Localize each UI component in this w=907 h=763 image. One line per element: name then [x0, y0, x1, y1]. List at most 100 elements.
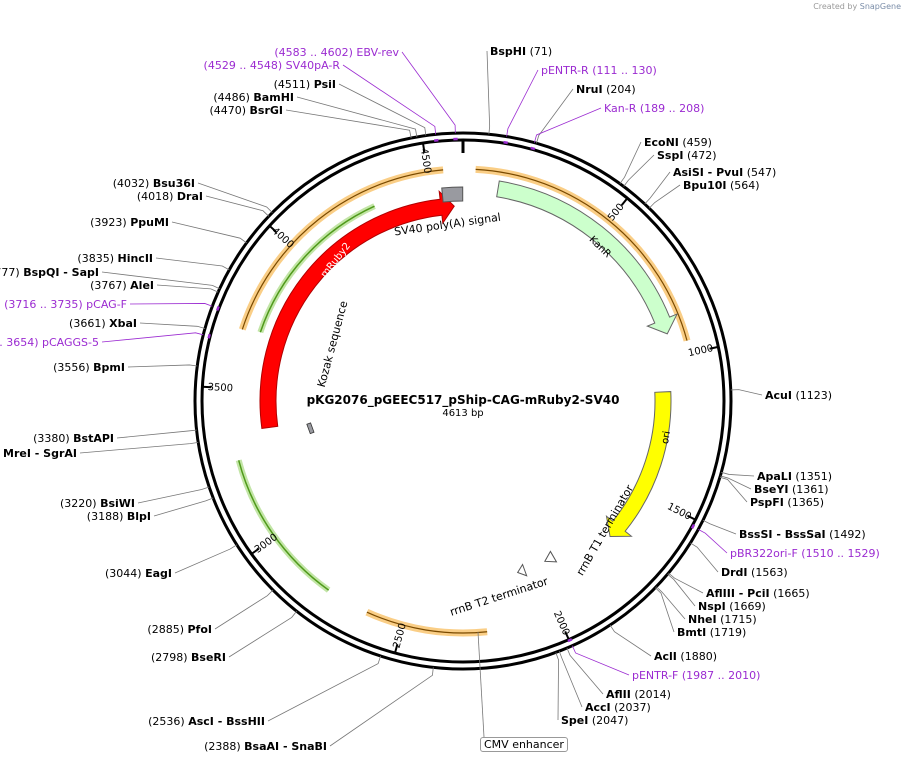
site-position: (1880) [680, 650, 717, 663]
site-label-acli[interactable]: AclI (1880) [654, 650, 717, 663]
site-label-xbai[interactable]: (3661) XbaI [69, 317, 137, 330]
site-position: (111 .. 130) [592, 64, 657, 77]
site-name: pCAGGS-5 [42, 336, 99, 349]
site-label-psii[interactable]: (4511) PsiI [274, 78, 336, 91]
feature-mruby2[interactable] [259, 189, 455, 430]
site-label-asci-bsshii[interactable]: (2536) AscI - BssHII [148, 715, 265, 728]
site-label-eagi[interactable]: (3044) EagI [105, 567, 172, 580]
site-label-bsiwi[interactable]: (3220) BsiWI [60, 497, 135, 510]
site-label-mrei-sgrai[interactable]: (3346) MreI - SgrAI [0, 447, 77, 460]
site-name: AflII [606, 688, 631, 701]
site-name: HincII [117, 252, 153, 265]
site-position: (3556) [53, 361, 90, 374]
site-name: SspI [657, 149, 683, 162]
site-label-pbr322ori-f[interactable]: pBR322ori-F (1510 .. 1529) [730, 547, 880, 560]
site-label-bsaai-snabi[interactable]: (2388) BsaAI - SnaBI [204, 740, 327, 753]
site-position: (1365) [787, 496, 824, 509]
site-label-bsphi[interactable]: BspHI (71) [490, 45, 552, 58]
site-label-nrui[interactable]: NruI (204) [576, 83, 636, 96]
site-label-blpi[interactable]: (3188) BlpI [87, 510, 151, 523]
site-name: EcoNI [644, 136, 679, 149]
site-label-nhei[interactable]: NheI (1715) [688, 613, 757, 626]
leader-pentr-r [506, 69, 539, 137]
site-label-acui[interactable]: AcuI (1123) [765, 389, 832, 402]
site-label-bstapi[interactable]: (3380) BstAPI [33, 432, 114, 445]
leader-bsrgi [285, 109, 412, 139]
site-position: (2388) [204, 740, 241, 753]
site-label-pentr-r[interactable]: pENTR-R (111 .. 130) [541, 64, 657, 77]
site-label-pfoi[interactable]: (2885) PfoI [147, 623, 212, 636]
site-name: BstAPI [73, 432, 114, 445]
site-position: (1719) [710, 626, 747, 639]
site-label-bamhi[interactable]: (4486) BamHI [213, 91, 294, 104]
site-position: (3923) [90, 216, 127, 229]
leader-asisi-pvui [644, 171, 671, 205]
primer-mark-pentr-f [567, 638, 573, 643]
feature-kozak-sequence[interactable] [306, 422, 315, 435]
site-label-bspqi-sapi[interactable]: (3777) BspQI - SapI [0, 266, 99, 279]
site-label-econi[interactable]: EcoNI (459) [644, 136, 712, 149]
site-label-aflii[interactable]: AflII (2014) [606, 688, 671, 701]
leader-nhei [656, 586, 686, 620]
leader-nrui [536, 88, 574, 144]
site-label-ebv-rev[interactable]: (4583 .. 4602) EBV-rev [274, 46, 399, 59]
site-name: BspQI - SapI [23, 266, 99, 279]
leader-econi [619, 141, 642, 184]
site-label-kan-r[interactable]: Kan-R (189 .. 208) [604, 102, 704, 115]
backbone-outer [193, 131, 733, 671]
site-label-drdi[interactable]: DrdI (1563) [721, 566, 788, 579]
site-label-bmti[interactable]: BmtI (1719) [677, 626, 746, 639]
site-label-pspfi[interactable]: PspFI (1365) [750, 496, 824, 509]
feature-rrnb-t2-terminator[interactable] [516, 563, 528, 577]
site-position: (2536) [148, 715, 185, 728]
site-label-ppumi[interactable]: (3923) PpuMI [90, 216, 169, 229]
site-position: (3632 .. 3654) [0, 336, 39, 349]
site-label-acci[interactable]: AccI (2037) [585, 701, 651, 714]
primer-mark-pcag-f [215, 305, 220, 311]
leader-bpmi [127, 364, 198, 368]
site-position: (2014) [634, 688, 671, 701]
site-label-hincii[interactable]: (3835) HincII [77, 252, 153, 265]
site-position: (547) [747, 166, 777, 179]
site-position: (2047) [592, 714, 629, 727]
site-position: (472) [687, 149, 717, 162]
leader-bsaai-snabi [329, 667, 434, 747]
site-label-apali[interactable]: ApaLI (1351) [757, 470, 832, 483]
site-position: (4486) [213, 91, 250, 104]
site-label-sspi[interactable]: SspI (472) [657, 149, 717, 162]
leader-bmti [655, 587, 675, 633]
feature-sv40-poly-a-signal[interactable] [441, 186, 464, 203]
site-position: (3380) [33, 432, 70, 445]
site-label-bseyi[interactable]: BseYI (1361) [754, 483, 829, 496]
site-label-alei[interactable]: (3767) AleI [90, 279, 154, 292]
tick-2000 [564, 630, 570, 640]
site-label-bsssi-bsssai[interactable]: BssSI - BssSaI (1492) [739, 528, 866, 541]
site-name: NruI [576, 83, 603, 96]
site-name: Bsu36I [153, 177, 195, 190]
orange-band-line-0 [475, 168, 688, 341]
site-label-pcag-f[interactable]: (3716 .. 3735) pCAG-F [4, 298, 127, 311]
site-label-sv40pa-r[interactable]: (4529 .. 4548) SV40pA-R [204, 59, 341, 72]
site-label-afliii-pcii[interactable]: AflIII - PciI (1665) [706, 587, 810, 600]
site-label-bsrgi[interactable]: (4470) BsrGI [209, 104, 283, 117]
feature-kanr[interactable] [496, 180, 679, 335]
site-label-bpmi[interactable]: (3556) BpmI [53, 361, 125, 374]
site-label-spei[interactable]: SpeI (2047) [561, 714, 628, 727]
feature-rrnb-t1-terminator[interactable] [543, 550, 558, 563]
site-label-bpu10i[interactable]: Bpu10I (564) [683, 179, 760, 192]
site-label-pcaggs-5[interactable]: (3632 .. 3654) pCAGGS-5 [0, 336, 99, 349]
site-name: AflIII - PciI [706, 587, 770, 600]
site-label-bseri[interactable]: (2798) BseRI [151, 651, 226, 664]
site-name: SpeI [561, 714, 588, 727]
orange-band-line-1 [366, 611, 488, 634]
site-label-nspi[interactable]: NspI (1669) [698, 600, 766, 613]
site-label-drai[interactable]: (4018) DraI [137, 190, 203, 203]
tick-label-500: 500 [606, 202, 627, 224]
cmv-enhancer-box[interactable]: CMV enhancer [480, 737, 568, 752]
site-label-asisi-pvui[interactable]: AsiSI - PvuI (547) [673, 166, 776, 179]
site-position: (2037) [614, 701, 651, 714]
site-label-bsu36i[interactable]: (4032) Bsu36I [113, 177, 195, 190]
feature-ori[interactable] [605, 391, 672, 538]
site-name: BseYI [754, 483, 788, 496]
site-label-pentr-f[interactable]: pENTR-F (1987 .. 2010) [632, 669, 760, 682]
